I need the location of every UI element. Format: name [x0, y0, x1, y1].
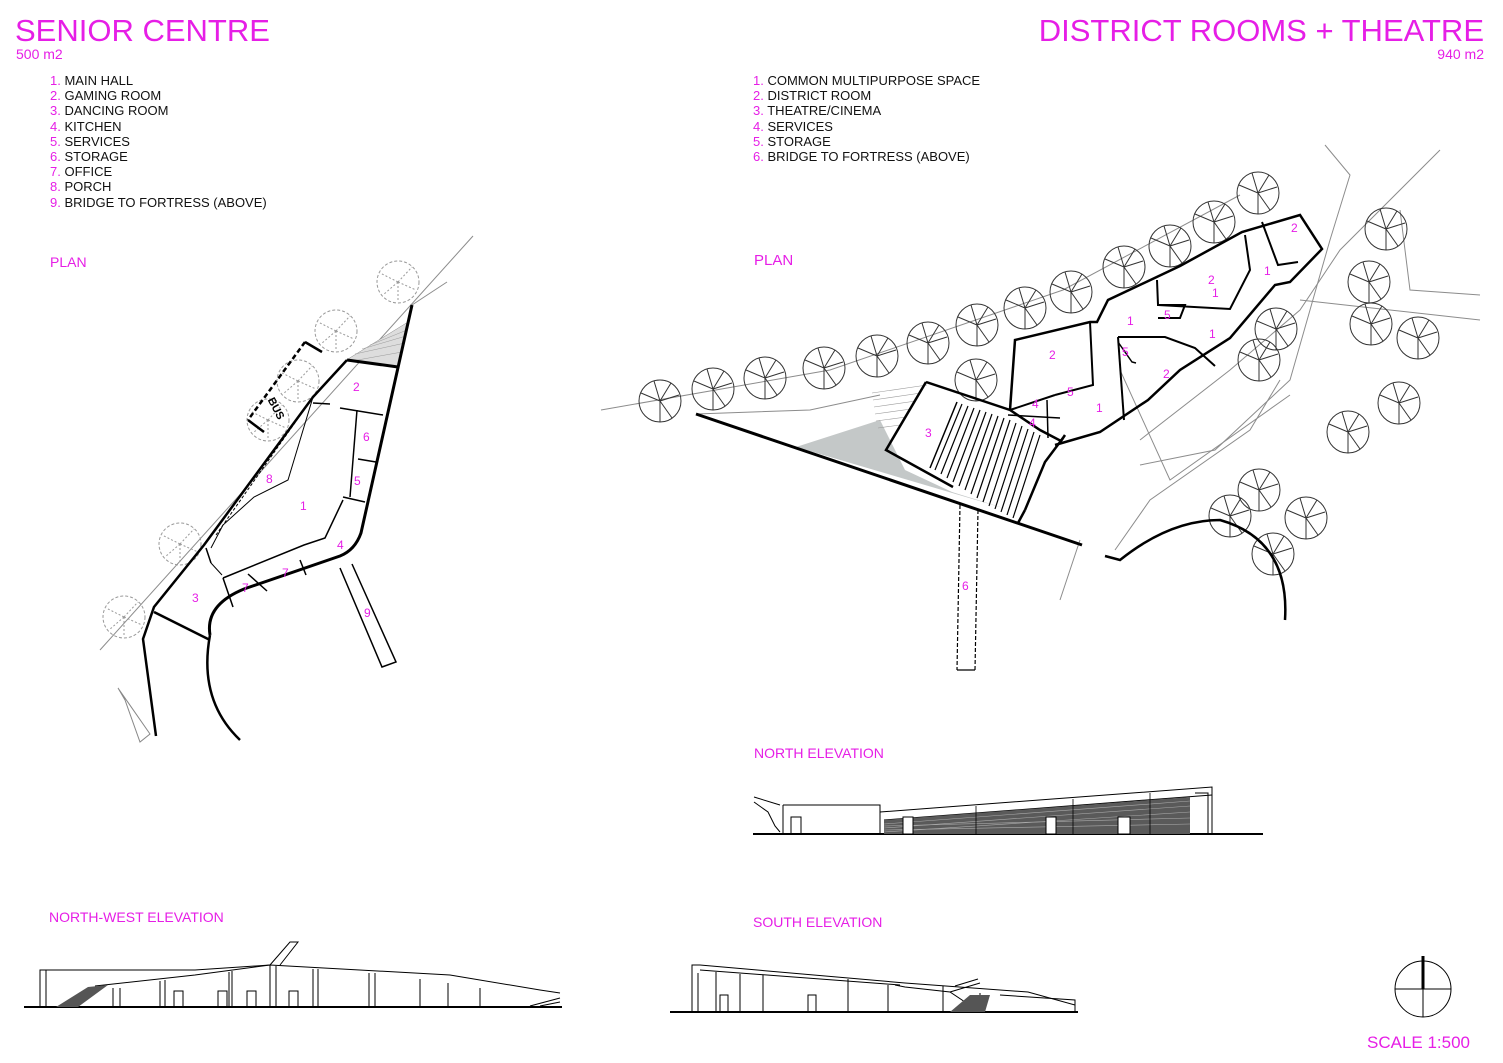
- legend-item: 6. STORAGE: [50, 149, 128, 165]
- senior-centre-title: SENIOR CENTRE: [15, 13, 270, 48]
- svg-text:5: 5: [354, 474, 361, 488]
- svg-text:5: 5: [1164, 308, 1171, 322]
- svg-text:2: 2: [1049, 348, 1056, 362]
- legend-item: 6. BRIDGE TO FORTRESS (ABOVE): [753, 149, 970, 165]
- svg-text:1: 1: [300, 499, 307, 513]
- north-elevation-label: NORTH ELEVATION: [754, 745, 884, 761]
- svg-text:2: 2: [1208, 273, 1215, 287]
- district-area: 940 m2: [1437, 46, 1484, 62]
- svg-text:2: 2: [353, 380, 360, 394]
- svg-text:8: 8: [266, 472, 273, 486]
- svg-text:3: 3: [925, 426, 932, 440]
- district-title: DISTRICT ROOMS + THEATRE: [1038, 13, 1484, 48]
- senior-centre-area: 500 m2: [16, 46, 63, 62]
- legend-item: 1. MAIN HALL: [50, 73, 134, 88]
- legend-item: 1. COMMON MULTIPURPOSE SPACE: [753, 73, 981, 88]
- svg-text:4: 4: [337, 538, 344, 552]
- svg-text:6: 6: [962, 579, 969, 593]
- legend-item: 3. THEATRE/CINEMA: [753, 103, 882, 119]
- legend-item: 4. SERVICES: [753, 118, 833, 134]
- district-plan-label: PLAN: [754, 252, 794, 269]
- legend-item: 2. DISTRICT ROOM: [753, 88, 872, 104]
- south-elevation-label: SOUTH ELEVATION: [753, 914, 883, 930]
- svg-text:1: 1: [1209, 327, 1216, 341]
- svg-text:4: 4: [1029, 416, 1036, 430]
- svg-text:3: 3: [192, 591, 199, 605]
- north-west-elevation-label: NORTH-WEST ELEVATION: [49, 909, 224, 925]
- scale-label: SCALE 1:500: [1367, 1033, 1471, 1052]
- district-legend: 1. COMMON MULTIPURPOSE SPACE 2. DISTRICT…: [753, 73, 980, 164]
- svg-text:4: 4: [1032, 397, 1039, 411]
- svg-text:6: 6: [363, 430, 370, 444]
- legend-item: 3. DANCING ROOM: [50, 103, 169, 119]
- svg-text:1: 1: [1264, 264, 1271, 278]
- legend-item: 8. PORCH: [50, 179, 112, 195]
- svg-text:1: 1: [1212, 286, 1219, 300]
- svg-text:5: 5: [1122, 345, 1129, 359]
- legend-item: 2. GAMING ROOM: [50, 88, 162, 104]
- senior-plan-label: PLAN: [50, 254, 87, 270]
- svg-text:2: 2: [1291, 221, 1298, 235]
- legend-item: 4. KITCHEN: [50, 118, 122, 134]
- svg-text:7: 7: [282, 566, 289, 580]
- svg-text:7: 7: [242, 581, 249, 595]
- legend-item: 5. STORAGE: [753, 133, 831, 149]
- svg-text:5: 5: [1067, 385, 1074, 399]
- svg-text:1: 1: [1127, 314, 1134, 328]
- legend-item: 5. SERVICES: [50, 133, 130, 149]
- legend-item: 9. BRIDGE TO FORTRESS (ABOVE): [50, 194, 267, 210]
- svg-text:2: 2: [1163, 367, 1170, 381]
- svg-text:1: 1: [1096, 401, 1103, 415]
- senior-centre-legend: 1. MAIN HALL 2. GAMING ROOM 3. DANCING R…: [50, 73, 267, 210]
- legend-item: 7. OFFICE: [50, 164, 113, 180]
- svg-text:9: 9: [364, 606, 371, 620]
